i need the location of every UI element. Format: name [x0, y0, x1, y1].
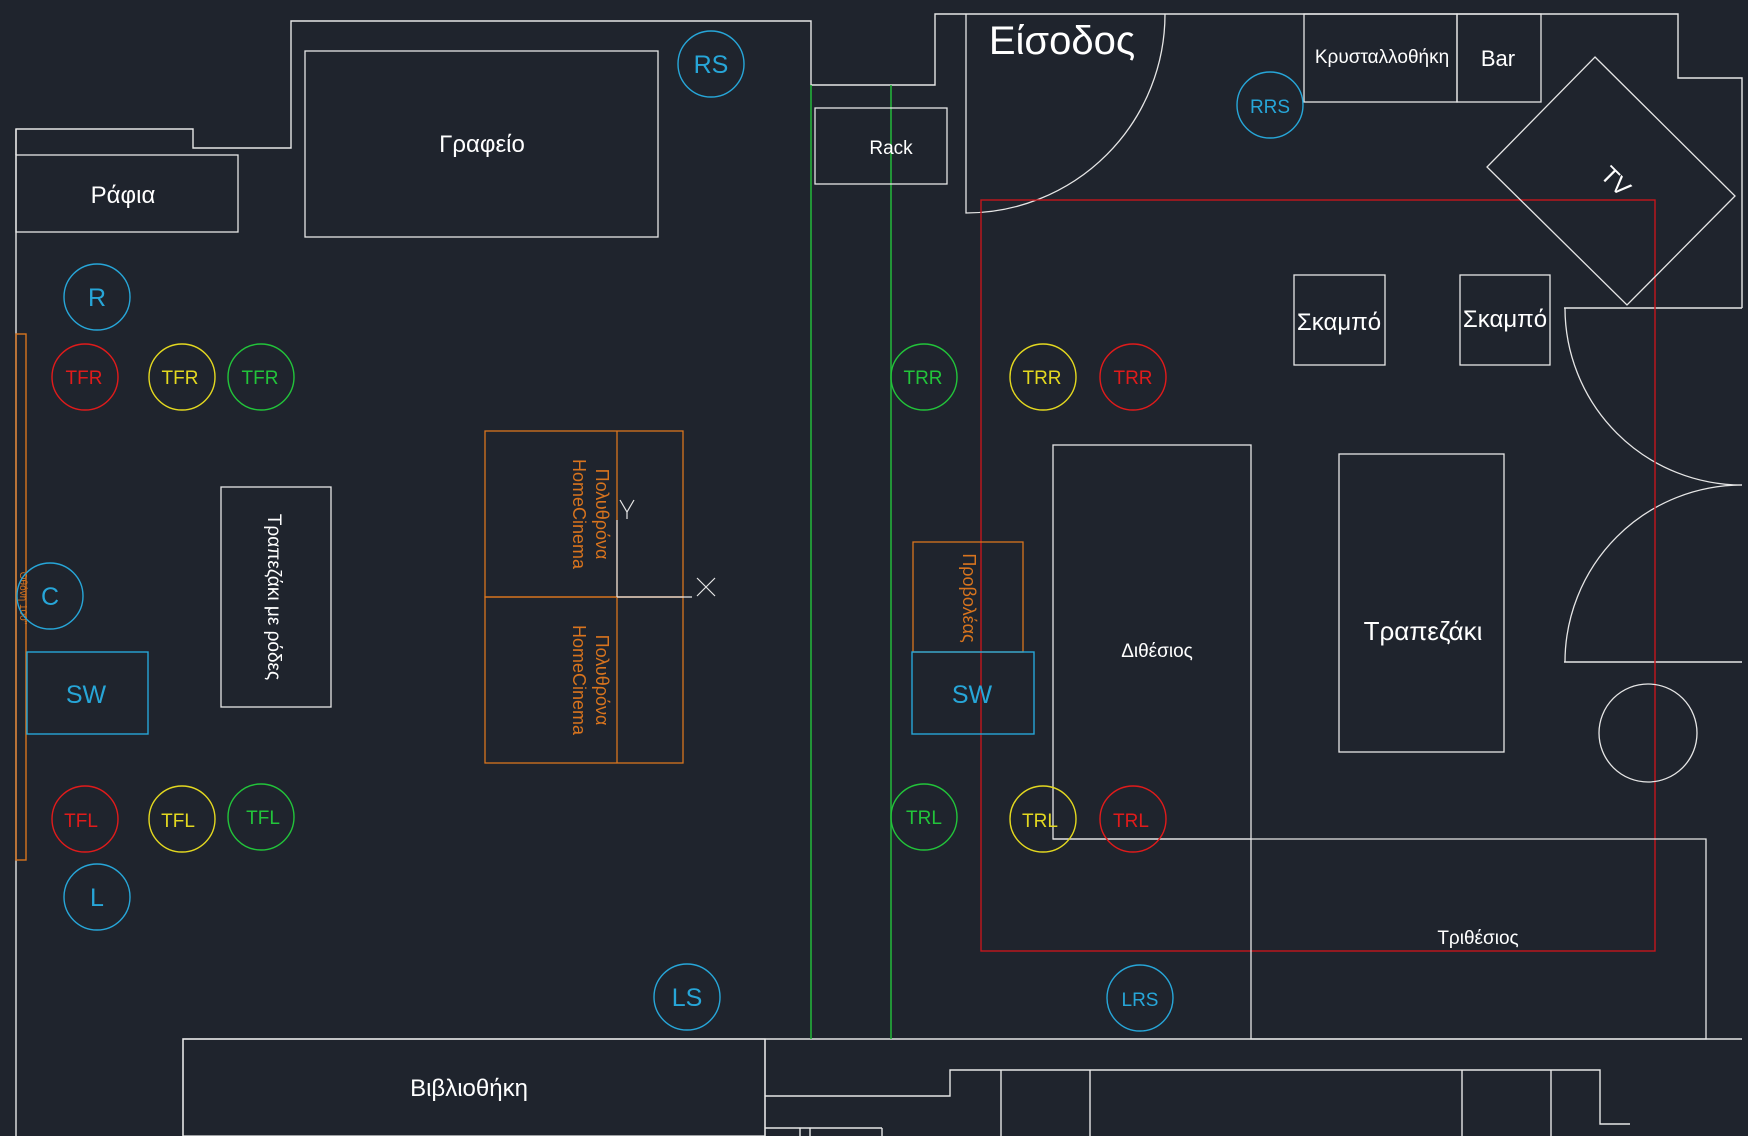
furniture — [15, 13, 1736, 1136]
library — [182, 1038, 766, 1136]
office-label: Γραφείο — [439, 131, 525, 158]
speaker-ls[interactable] — [653, 963, 721, 1031]
speaker-trl-green-label: TRL — [906, 808, 942, 829]
two-seater-label: Διθέσιος — [1121, 641, 1193, 662]
speaker-tfl-green-label: TFL — [246, 808, 280, 829]
height-labels-green: TFR TFL TRR TRL — [242, 368, 943, 829]
bar — [1456, 13, 1542, 103]
round-side-table — [1598, 683, 1698, 783]
speaker-tfr-red[interactable] — [51, 343, 119, 411]
projector-label: Προβολέας — [959, 553, 979, 643]
screen-label: Οθόνη 100" — [17, 572, 29, 625]
stool-2 — [1459, 274, 1551, 366]
speaker-trl-red-label: TRL — [1113, 811, 1149, 832]
rack — [814, 107, 948, 185]
speaker-trl-red[interactable] — [1099, 785, 1167, 853]
speaker-rrs[interactable] — [1236, 71, 1304, 139]
speaker-trr-yellow-label: TRR — [1022, 368, 1061, 389]
coffee-table-wheels — [220, 486, 332, 708]
crystal-cabinet-label: Κρυσταλλοθήκη — [1315, 47, 1449, 68]
office-desk — [304, 50, 659, 238]
projection-screen — [15, 333, 27, 861]
speaker-trr-red-label: TRR — [1113, 368, 1152, 389]
stool-1 — [1293, 274, 1386, 366]
speaker-tfl-yellow-label: TFL — [161, 811, 195, 832]
entrance-label: Είσοδος — [989, 19, 1135, 63]
speaker-lrs[interactable] — [1106, 964, 1174, 1032]
bar-label: Bar — [1481, 46, 1515, 71]
stool-2-label: Σκαμπό — [1463, 306, 1547, 333]
speakers-main — [16, 30, 1304, 1032]
speaker-tfl-red[interactable] — [51, 785, 119, 853]
coffee-table-label: Τραπεζάκι — [1364, 616, 1483, 646]
speaker-trr-yellow[interactable] — [1009, 343, 1077, 411]
coffee-table — [1338, 453, 1505, 753]
speaker-rs[interactable] — [677, 30, 745, 98]
cable-channel — [810, 85, 892, 1039]
door-swings — [965, 13, 1743, 663]
recliner-top-line1: Πολυθρόνα — [592, 469, 612, 560]
speaker-r-label: R — [88, 284, 106, 312]
speaker-tfr-yellow-label: TFR — [162, 368, 199, 389]
speaker-trl-green[interactable] — [890, 783, 958, 851]
speaker-trr-green[interactable] — [890, 343, 958, 411]
speaker-labels-main: RS RRS R C L LS LRS SW SW — [41, 51, 1290, 1012]
tv-label: TV — [1595, 161, 1636, 202]
speaker-trr-red[interactable] — [1099, 343, 1167, 411]
labels: Είσοδος Γραφείο Ράφια Rack Κρυσταλλοθήκη… — [91, 19, 1636, 1102]
speaker-tfr-green-label: TFR — [242, 368, 279, 389]
speaker-trl-yellow-label: TRL — [1022, 811, 1058, 832]
speaker-trl-yellow[interactable] — [1009, 785, 1077, 853]
recliner-bottom-line1: Πολυθρόνα — [592, 635, 612, 726]
subwoofer-rear[interactable] — [911, 651, 1035, 735]
three-seater-label: Τριθέσιος — [1437, 928, 1518, 949]
height-speakers-yellow — [148, 343, 1077, 853]
rack-label: Rack — [869, 138, 913, 159]
speaker-tfr-red-label: TFR — [66, 368, 103, 389]
speaker-trr-green-label: TRR — [903, 368, 942, 389]
stool-1-label: Σκαμπό — [1297, 309, 1381, 336]
speaker-tfl-yellow[interactable] — [148, 785, 216, 853]
speaker-tfr-yellow[interactable] — [148, 343, 216, 411]
shelf — [15, 154, 239, 233]
library-label: Βιβλιοθήκη — [410, 1075, 528, 1102]
speaker-c[interactable] — [16, 562, 84, 630]
coffee-table-wheels-label: Τραπεζάκι με ρόδες — [263, 514, 284, 680]
speaker-r[interactable] — [63, 263, 131, 331]
recliner-top-line2: HomeCinema — [569, 459, 589, 570]
subwoofer-front-label: SW — [66, 681, 107, 709]
speaker-tfl-red-label: TFL — [64, 811, 98, 832]
subwoofer-front[interactable] — [26, 651, 149, 735]
speaker-c-label: C — [41, 583, 59, 611]
speaker-tfl-green[interactable] — [227, 783, 295, 851]
speaker-lrs-label: LRS — [1122, 990, 1159, 1011]
recliner-bottom-line2: HomeCinema — [569, 625, 589, 736]
height-labels-yellow: TFR TFL TRR TRL — [161, 368, 1061, 832]
ucs-axis-icon — [616, 499, 716, 598]
three-seater-sofa — [1250, 838, 1707, 1040]
listening-zone — [980, 199, 1656, 952]
speaker-ls-label: LS — [672, 984, 703, 1012]
height-labels-red: TFR TFL TRR TRL — [64, 368, 1152, 832]
speaker-l[interactable] — [63, 863, 131, 931]
recliner-bottom — [484, 596, 684, 764]
speaker-tfr-green[interactable] — [227, 343, 295, 411]
recliners — [484, 430, 1024, 764]
shelf-label: Ράφια — [91, 182, 156, 209]
speaker-rs-label: RS — [694, 51, 729, 79]
height-speakers-green — [227, 343, 958, 851]
height-speakers-red — [51, 343, 1167, 853]
speaker-l-label: L — [90, 884, 104, 912]
subwoofer-rear-label: SW — [952, 681, 993, 709]
tv-unit — [1486, 56, 1736, 306]
speaker-rrs-label: RRS — [1250, 97, 1290, 118]
